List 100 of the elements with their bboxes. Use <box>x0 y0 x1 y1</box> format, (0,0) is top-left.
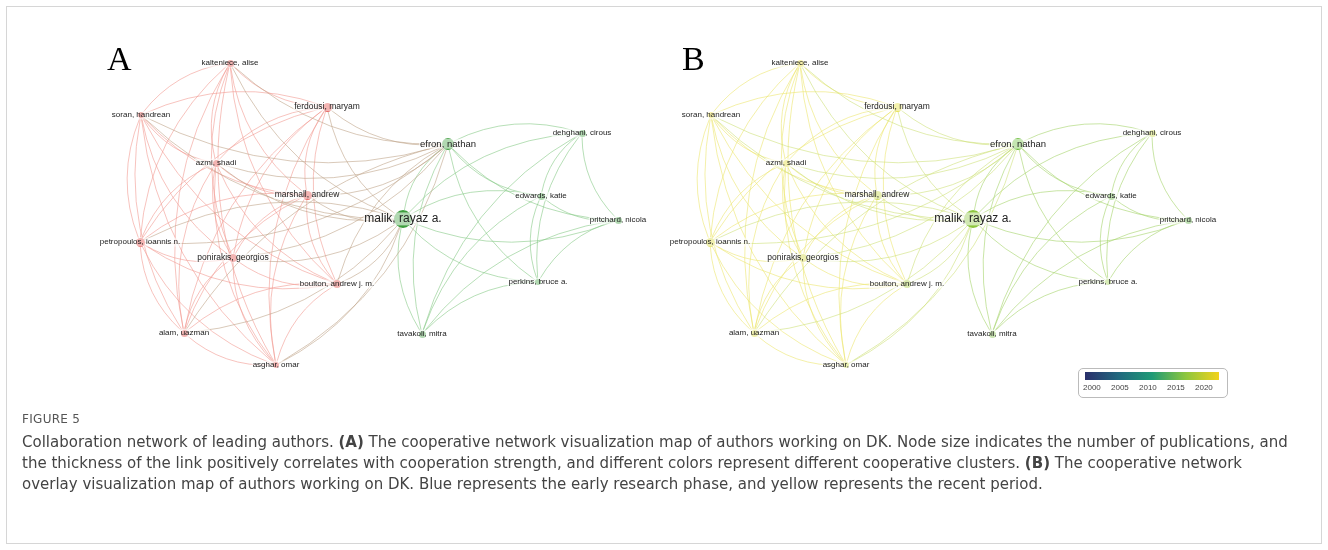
collaboration-link <box>840 198 875 363</box>
scale-tick-label: 2005 <box>1111 383 1129 392</box>
collaboration-link <box>236 223 396 263</box>
author-name: tavakoli, mitra <box>396 329 448 339</box>
collaboration-link <box>304 110 325 191</box>
collaboration-link <box>846 285 904 363</box>
author-name: boulton, andrew j. m. <box>868 279 946 289</box>
collaboration-link <box>529 198 540 280</box>
collaboration-link <box>234 196 304 255</box>
collaboration-link <box>780 65 802 255</box>
collaboration-link <box>139 246 182 331</box>
collaboration-link <box>330 109 443 146</box>
author-name: ferdousi, maryam <box>863 102 931 112</box>
collaboration-link <box>800 66 874 193</box>
collaboration-link <box>907 146 1014 281</box>
author-name: edwards, katie <box>1084 191 1138 201</box>
collaboration-link <box>144 147 444 244</box>
author-name: tavakoli, mitra <box>966 329 1018 339</box>
collaboration-link <box>142 107 323 239</box>
collaboration-link <box>748 165 785 330</box>
collaboration-link <box>212 166 232 255</box>
collaboration-link <box>980 220 1186 243</box>
author-name: perkins, bruce a. <box>1077 277 1139 287</box>
collaboration-link <box>806 148 1015 258</box>
collaboration-link <box>710 117 845 364</box>
collaboration-link <box>712 107 893 239</box>
collaboration-link <box>185 145 443 331</box>
collaboration-link <box>134 117 183 331</box>
collaboration-link <box>910 226 970 283</box>
collaboration-link <box>710 64 798 238</box>
collaboration-link <box>782 166 802 255</box>
collaboration-link <box>410 220 616 243</box>
collaboration-link <box>230 66 304 193</box>
collaboration-link <box>992 197 1109 332</box>
collaboration-link <box>993 220 1185 332</box>
collaboration-link <box>876 199 905 282</box>
collaboration-link <box>1111 134 1150 193</box>
author-name: dehghani, cirous <box>551 128 613 138</box>
collaboration-link <box>184 109 324 330</box>
author-name: marshall, andrew <box>843 190 911 200</box>
collaboration-link <box>410 190 538 215</box>
collaboration-link <box>536 135 581 280</box>
collaboration-link <box>306 199 335 282</box>
collaboration-link <box>754 196 874 331</box>
collaboration-link <box>184 196 304 331</box>
collaboration-link <box>799 66 905 282</box>
collaboration-link <box>229 66 335 282</box>
collaboration-link <box>186 282 334 332</box>
collaboration-link <box>712 116 965 220</box>
collaboration-link <box>804 196 874 255</box>
collaboration-link <box>967 227 991 332</box>
scale-tick-label: 2000 <box>1083 383 1101 392</box>
collaboration-link <box>140 64 228 238</box>
collaboration-link <box>218 164 303 196</box>
collaboration-link <box>709 246 752 331</box>
author-name: efron, nathan <box>419 138 477 150</box>
collaboration-link <box>713 244 800 262</box>
collaboration-link <box>757 225 968 334</box>
author-name: alam, uazman <box>157 328 211 338</box>
collaboration-link <box>448 149 536 281</box>
author-name: ponirakis, georgios <box>766 253 840 263</box>
collaboration-link <box>714 147 1014 244</box>
collaboration-link <box>802 261 845 364</box>
author-name: perkins, bruce a. <box>507 277 569 287</box>
scale-tick-label: 2010 <box>1139 383 1157 392</box>
collaboration-link <box>218 164 395 222</box>
collaboration-link <box>422 134 580 331</box>
collaboration-link <box>184 259 231 330</box>
collaboration-link <box>848 149 1017 364</box>
collaboration-link <box>1109 220 1185 280</box>
collaboration-link <box>143 244 230 262</box>
collaboration-link <box>276 285 334 363</box>
collaboration-link <box>711 245 844 365</box>
author-name: azmi, shadi <box>764 158 808 168</box>
author-name: ferdousi, maryam <box>293 102 361 112</box>
figure-caption: Collaboration network of leading authors. (A) The cooperative network visualization map of authors working on DK. Node size indicates the number of publications, and the thickness of the link positively correlates with cooperation strength, and different colors represent different cooperative clusters. (B) The cooperative network overlay visualization map of authors working on DK. Blue represents the early research phase, and yellow represents the recent period. <box>22 432 1289 495</box>
author-name: soran, handrean <box>110 110 172 120</box>
author-name: efron, nathan <box>989 138 1047 150</box>
collaboration-link <box>141 164 214 239</box>
collaboration-link <box>539 220 615 280</box>
collaboration-link <box>756 282 904 332</box>
panel-letter: B <box>682 40 705 78</box>
collaboration-link <box>801 65 965 217</box>
collaboration-link <box>704 117 753 331</box>
collaboration-link <box>141 245 274 365</box>
author-name: petropoulos, ioannis n. <box>668 237 752 247</box>
collaboration-link <box>278 149 447 364</box>
scale-tick-label: 2015 <box>1167 383 1185 392</box>
collaboration-link <box>1151 136 1186 218</box>
author-name: asghar, omar <box>821 360 871 370</box>
author-name: boulton, andrew j. m. <box>298 279 376 289</box>
collaboration-link <box>142 116 395 220</box>
collaboration-link <box>340 226 400 283</box>
collaboration-link <box>713 201 965 241</box>
collaboration-link <box>982 148 1016 331</box>
panel-letter: A <box>107 40 132 78</box>
collaboration-link <box>232 65 443 145</box>
collaboration-link <box>310 197 395 222</box>
collaboration-link <box>787 66 845 363</box>
collaboration-link <box>126 117 141 239</box>
